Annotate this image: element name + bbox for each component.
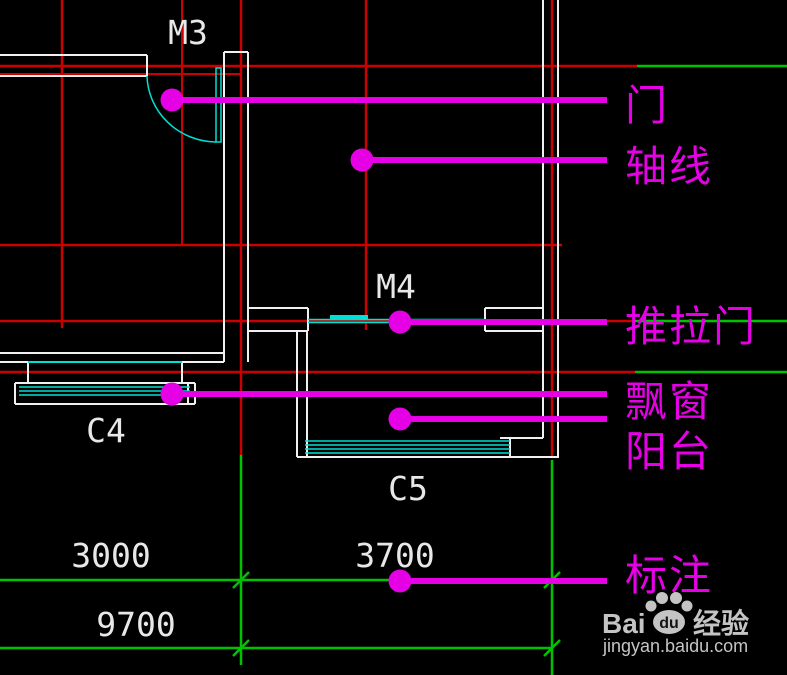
cad-text: M3 M4 C4 C5 3000 3700 9700 [71, 13, 434, 644]
door-leaf [215, 67, 222, 143]
callout-leaders [160, 88, 607, 593]
dimension-value-middle: 3700 [355, 536, 434, 575]
paw-toe [645, 600, 657, 612]
callout-dot-door [160, 88, 184, 112]
dimension-tick [232, 571, 250, 589]
watermark-url: jingyan.baidu.com [602, 636, 748, 656]
tag-bay-window-c4: C4 [86, 411, 126, 450]
callout-label-bay-window: 飘窗 [625, 377, 713, 426]
tag-door-m3: M3 [168, 13, 208, 52]
watermark-brand-left: Bai [602, 608, 646, 639]
callout-dot-bay-window [160, 382, 184, 406]
callout-label-sliding-door: 推拉门 [625, 302, 757, 351]
callout-dot-dimension [388, 569, 412, 593]
door-swing-arc [146, 75, 217, 143]
callout-dot-sliding-door [388, 310, 412, 334]
callout-label-balcony: 阳台 [625, 427, 713, 476]
watermark-brand-paw: du [659, 615, 679, 632]
dimension-value-total: 9700 [96, 605, 175, 644]
watermark-brand-right: 经验 [693, 607, 749, 639]
paw-toe [670, 592, 682, 604]
dimension-value-left: 3000 [71, 536, 150, 575]
callout-dot-axis [350, 148, 374, 172]
tag-balcony-window-c5: C5 [388, 469, 428, 508]
dimension-tick [232, 639, 250, 657]
walls-white [0, 0, 559, 458]
paw-toe [681, 600, 693, 612]
tag-sliding-door-m4: M4 [376, 267, 416, 306]
dimension-tick [543, 639, 561, 657]
watermark: Bai du 经验 jingyan.baidu.com [602, 592, 749, 656]
callout-label-dimension: 标注 [625, 551, 713, 600]
callout-label-door: 门 [625, 81, 669, 130]
callout-label-axis: 轴线 [625, 142, 713, 191]
paw-icon: du [645, 592, 693, 634]
callout-dot-balcony [388, 407, 412, 431]
paw-toe [656, 592, 668, 604]
paw-pad [653, 610, 685, 634]
callout-labels: 门 轴线 推拉门 飘窗 阳台 标注 [625, 81, 757, 600]
